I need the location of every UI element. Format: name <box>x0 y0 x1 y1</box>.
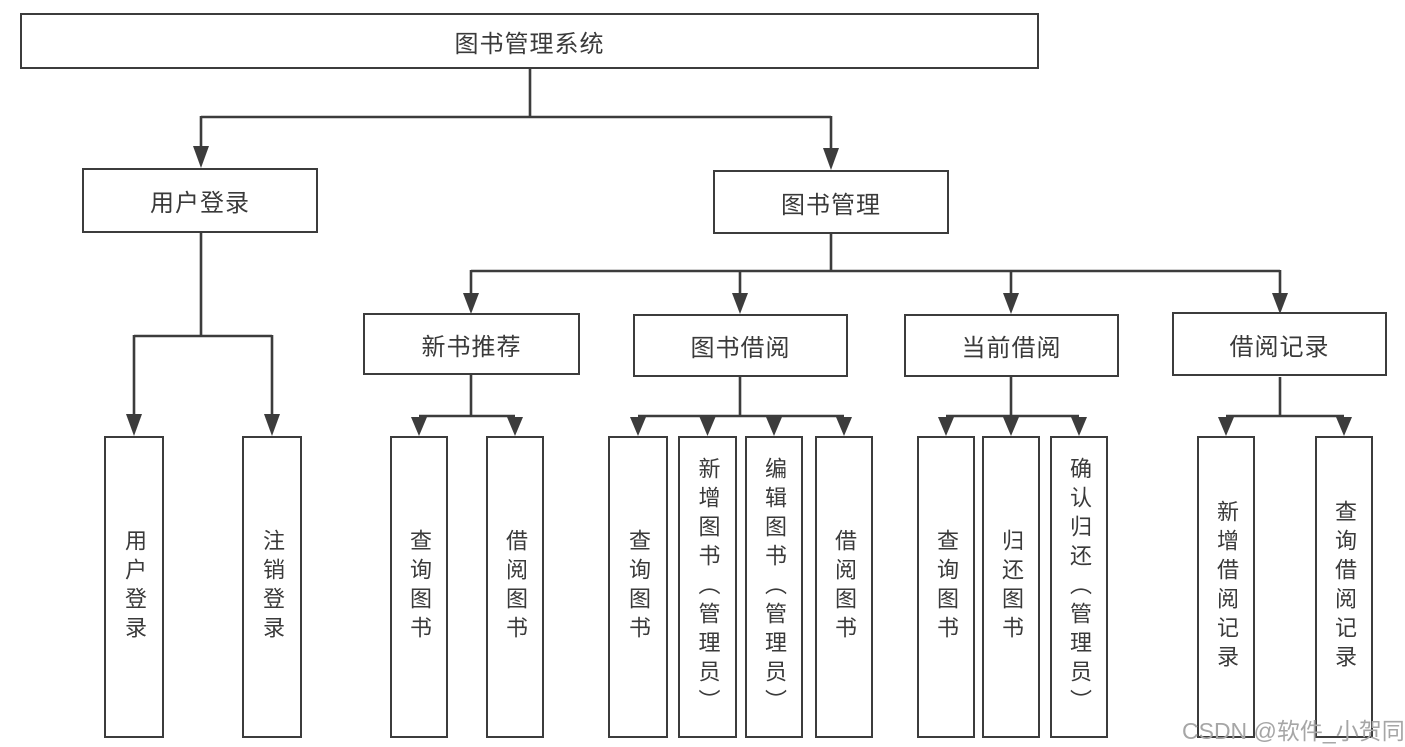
node-new-book-recommend: 新书推荐 <box>363 313 580 375</box>
leaf-confirm-return-admin-label: 确认归还（管理员） <box>1067 456 1092 718</box>
node-root: 图书管理系统 <box>20 13 1039 69</box>
node-current-borrow-label: 当前借阅 <box>961 335 1062 362</box>
node-root-label: 图书管理系统 <box>454 30 605 58</box>
leaf-return-books-label: 归还图书 <box>999 529 1024 645</box>
node-user-login: 用户登录 <box>82 168 318 233</box>
leaf-confirm-return-admin: 确认归还（管理员） <box>1050 436 1108 738</box>
leaf-recommend-query-books: 查询图书 <box>390 436 448 738</box>
leaf-borrow-books-label: 借阅图书 <box>832 529 857 645</box>
leaf-add-borrow-record: 新增借阅记录 <box>1197 436 1255 738</box>
leaf-return-books: 归还图书 <box>982 436 1040 738</box>
node-borrow-records: 借阅记录 <box>1172 312 1387 376</box>
node-book-management: 图书管理 <box>713 170 949 234</box>
node-user-login-label: 用户登录 <box>150 190 250 217</box>
leaf-user-login-label: 用户登录 <box>122 529 147 645</box>
leaf-current-query-books-label: 查询图书 <box>934 529 959 645</box>
leaf-add-books-admin: 新增图书（管理员） <box>678 436 737 738</box>
leaf-logout: 注销登录 <box>242 436 302 738</box>
leaf-recommend-borrow-books: 借阅图书 <box>486 436 544 738</box>
leaf-borrow-query-books-label: 查询图书 <box>626 529 651 645</box>
leaf-add-borrow-record-label: 新增借阅记录 <box>1214 500 1239 674</box>
node-new-book-recommend-label: 新书推荐 <box>421 333 522 361</box>
leaf-query-borrow-record-label: 查询借阅记录 <box>1332 500 1357 674</box>
csdn-watermark: CSDN @软件_小贺同学 <box>1182 718 1405 744</box>
leaf-borrow-query-books: 查询图书 <box>608 436 668 738</box>
leaf-recommend-borrow-books-label: 借阅图书 <box>503 529 528 645</box>
leaf-query-borrow-record: 查询借阅记录 <box>1315 436 1373 738</box>
leaf-recommend-query-books-label: 查询图书 <box>407 529 432 645</box>
leaf-add-books-admin-label: 新增图书（管理员） <box>695 456 721 718</box>
node-book-borrow: 图书借阅 <box>633 314 848 377</box>
leaf-borrow-books: 借阅图书 <box>815 436 873 738</box>
leaf-edit-books-admin: 编辑图书（管理员） <box>745 436 803 738</box>
node-book-borrow-label: 图书借阅 <box>690 335 791 362</box>
node-book-management-label: 图书管理 <box>781 191 881 219</box>
leaf-logout-label: 注销登录 <box>260 529 285 645</box>
leaf-user-login: 用户登录 <box>104 436 164 738</box>
node-borrow-records-label: 借阅记录 <box>1229 333 1330 361</box>
node-current-borrow: 当前借阅 <box>904 314 1119 377</box>
leaf-edit-books-admin-label: 编辑图书（管理员） <box>762 456 787 718</box>
leaf-current-query-books: 查询图书 <box>917 436 975 738</box>
